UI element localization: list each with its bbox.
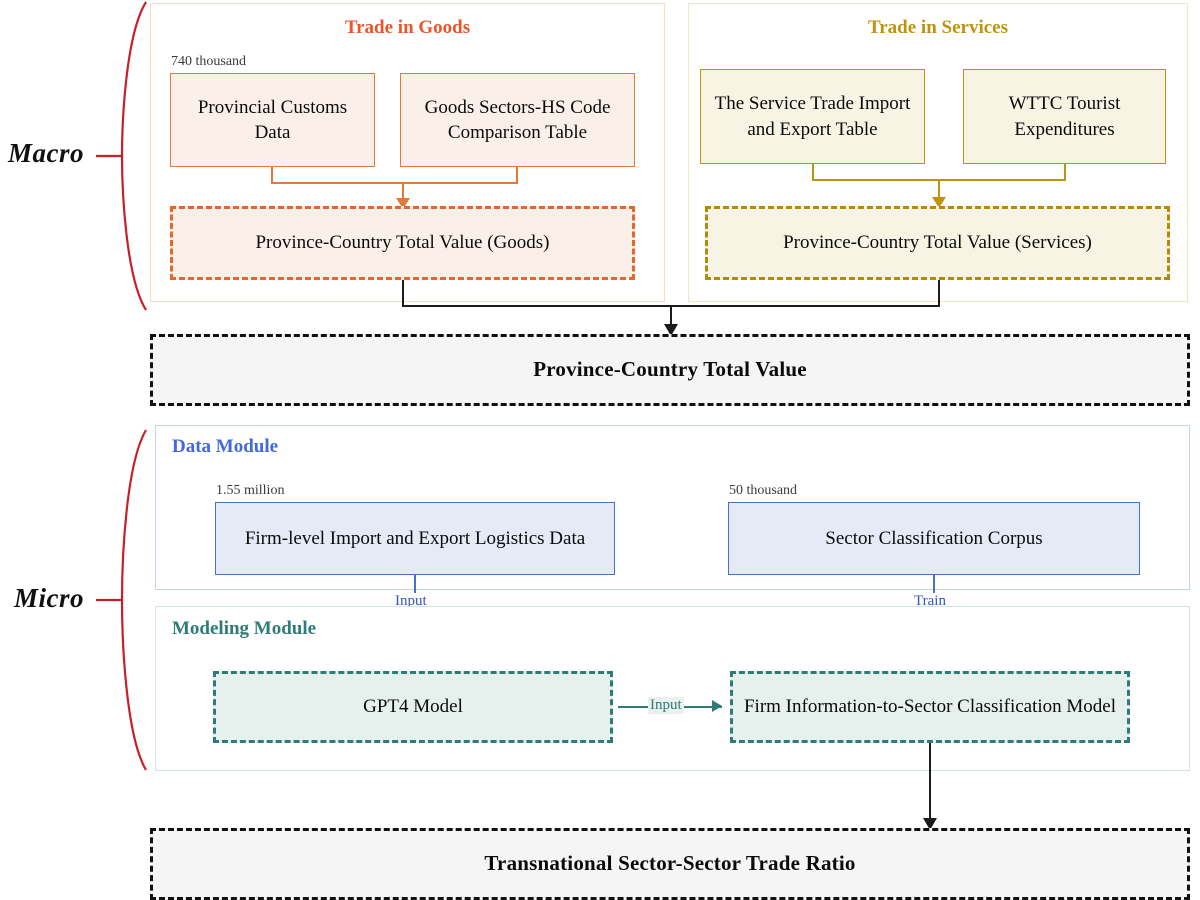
connector-services-right-stem <box>1064 164 1066 181</box>
box-gpt4-model[interactable]: GPT4 Model <box>213 671 613 743</box>
box-province-country-total-value-services[interactable]: Province-Country Total Value (Services) <box>705 206 1170 280</box>
note-goods-volume: 740 thousand <box>171 54 247 69</box>
panel-title-data-module: Data Module <box>172 436 279 457</box>
panel-title-trade-in-services: Trade in Services <box>867 17 1008 38</box>
micro-brace-icon <box>96 429 147 771</box>
box-province-country-total-value-goods[interactable]: Province-Country Total Value (Goods) <box>170 206 635 280</box>
connector-services-trunk <box>938 179 940 200</box>
panel-title-modeling-module: Modeling Module <box>172 618 317 639</box>
arrowhead-gpt4-to-classifier <box>712 700 722 712</box>
tier-label-macro: Macro <box>8 138 84 168</box>
connector-merge-trunk <box>670 305 672 327</box>
arrowhead-goods-output <box>396 198 410 209</box>
arrowhead-services-output <box>932 197 946 208</box>
connector-goods-to-merge-stem <box>402 280 404 307</box>
connector-goods-join <box>271 182 518 184</box>
box-sector-classification-corpus[interactable]: Sector Classification Corpus <box>728 502 1140 575</box>
tier-label-micro: Micro <box>14 583 84 613</box>
connector-classifier-to-final <box>929 743 931 821</box>
arrowhead-merge <box>664 324 678 336</box>
edge-label-input-gpt4-to-classifier: Input <box>648 697 684 714</box>
panel-title-trade-in-goods: Trade in Goods <box>344 17 471 38</box>
connector-services-to-merge-stem <box>938 280 940 307</box>
connector-goods-trunk <box>402 182 404 200</box>
note-firm-level-volume: 1.55 million <box>216 483 285 498</box>
box-wttc-tourist-expenditures[interactable]: WTTC Tourist Expenditures <box>963 69 1166 164</box>
box-firm-level-logistics-data[interactable]: Firm-level Import and Export Logistics D… <box>215 502 615 575</box>
connector-services-left-stem <box>812 164 814 181</box>
macro-brace-icon <box>96 1 147 311</box>
box-transnational-sector-sector-trade-ratio[interactable]: Transnational Sector-Sector Trade Ratio <box>150 828 1190 900</box>
connector-goods-left-stem <box>271 167 273 184</box>
box-province-country-total-value[interactable]: Province-Country Total Value <box>150 334 1190 406</box>
note-sector-corpus-volume: 50 thousand <box>729 483 798 498</box>
edge-label-train-corpus-to-classifier: Train <box>912 593 948 610</box>
box-firm-info-to-sector-classification-model[interactable]: Firm Information-to-Sector Classificatio… <box>730 671 1130 743</box>
edge-label-input-data-to-gpt4: Input <box>393 593 429 610</box>
box-service-trade-import-export-table[interactable]: The Service Trade Import and Export Tabl… <box>700 69 925 164</box>
connector-goods-right-stem <box>516 167 518 184</box>
arrowhead-final-output <box>923 818 937 830</box>
box-goods-sector-hs-code-table[interactable]: Goods Sectors-HS Code Comparison Table <box>400 73 635 167</box>
box-provincial-customs-data[interactable]: Provincial Customs Data <box>170 73 375 167</box>
